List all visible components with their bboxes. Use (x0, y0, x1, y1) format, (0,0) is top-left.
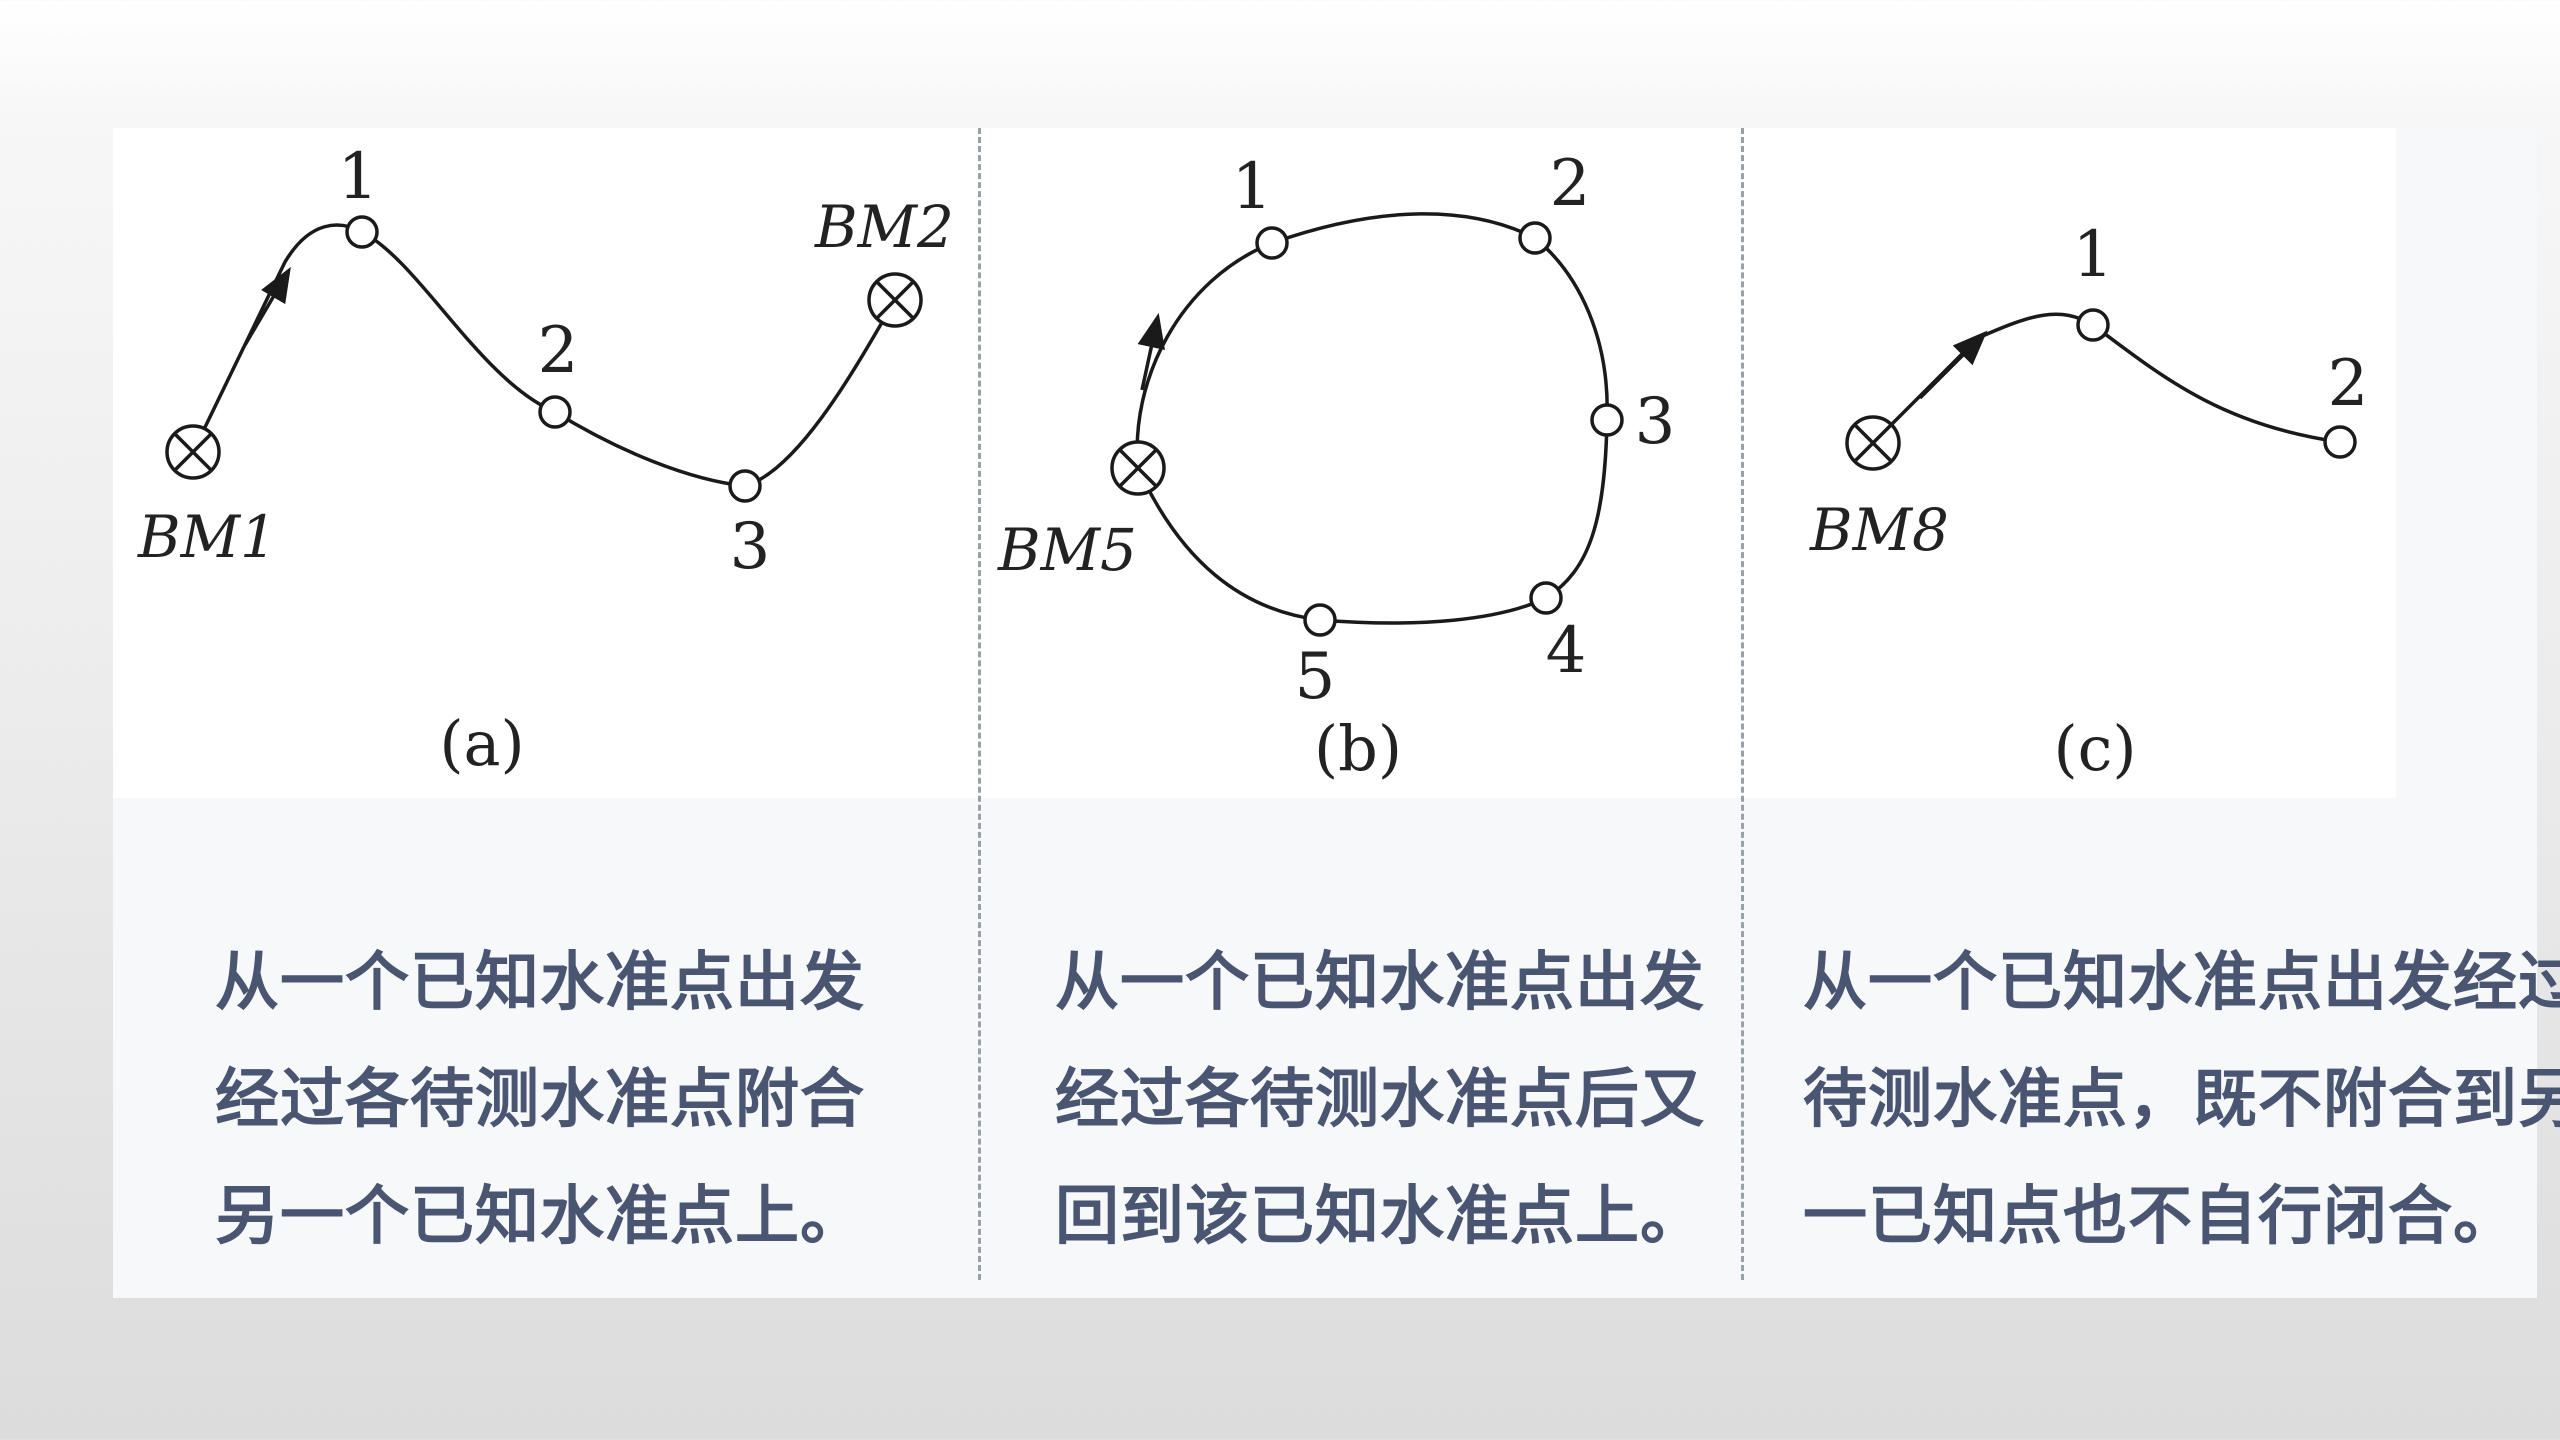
caption-line: 经过各待测水准点附合 (215, 1063, 865, 1137)
point-label: 2 (2328, 347, 2369, 421)
caption-line: 从一个已知水准点出发 (1055, 946, 1705, 1020)
point-label: 3 (730, 510, 771, 584)
caption-line: 从一个已知水准点出发经过 (1803, 946, 2560, 1020)
route-b-arrow (1137, 312, 1165, 391)
point-label: 3 (1635, 385, 1676, 459)
bm-marker-c (1845, 415, 1901, 471)
bm-label-start: BM1 (137, 503, 277, 571)
route-b-loop (1135, 212, 1609, 625)
caption-line: 回到该已知水准点上。 (1055, 1180, 1705, 1254)
point-marker (1529, 581, 1563, 615)
panel-c-diagram: 1 2 BM8 (c) (1809, 218, 2368, 785)
point-label: 1 (338, 140, 379, 214)
point-marker (2076, 308, 2110, 342)
panel-label-b: (b) (1314, 712, 1402, 785)
point-label: 4 (1546, 614, 1587, 688)
caption-line: 另一个已知水准点上。 (215, 1180, 865, 1254)
point-label: 2 (1550, 147, 1591, 221)
bm-label-end: BM2 (814, 193, 954, 261)
bm-label: BM8 (1809, 496, 1949, 564)
point-label: 1 (1232, 150, 1273, 224)
panel-b-diagram: 1 2 3 4 5 BM5 (b) (997, 147, 1675, 785)
panel-label-c: (c) (2053, 712, 2136, 785)
caption-line: 从一个已知水准点出发 (215, 946, 865, 1020)
point-marker (538, 395, 572, 429)
point-marker (2323, 425, 2357, 459)
caption-line: 一已知点也不自行闭合。 (1803, 1180, 2518, 1254)
point-marker (1303, 603, 1337, 637)
point-marker (728, 469, 762, 503)
caption-c: 从一个已知水准点出发经过 待测水准点，既不附合到另 一已知点也不自行闭合。 (1803, 925, 2560, 1276)
bm-marker-a-start (165, 424, 221, 480)
panel-a-diagram: 1 2 3 BM1 BM2 (a) (137, 140, 954, 780)
point-marker (345, 215, 379, 249)
point-label: 1 (2073, 218, 2114, 292)
diagram-area (113, 128, 2396, 798)
point-marker (1590, 403, 1624, 437)
point-marker (1255, 226, 1289, 260)
point-marker (1518, 221, 1552, 255)
point-label: 5 (1295, 640, 1336, 714)
divider-left (978, 128, 981, 1280)
bm-marker-b (1110, 440, 1166, 496)
route-c-arrow (1918, 330, 1988, 400)
point-label: 2 (538, 314, 579, 388)
caption-b: 从一个已知水准点出发 经过各待测水准点后又 回到该已知水准点上。 (1055, 925, 1705, 1276)
bm-marker-a-end (867, 272, 923, 328)
route-a-arrow (243, 266, 291, 346)
panel-label-a: (a) (439, 707, 524, 780)
caption-line: 待测水准点，既不附合到另 (1803, 1063, 2560, 1137)
bm-label: BM5 (997, 516, 1137, 584)
divider-right (1741, 128, 1744, 1280)
caption-line: 经过各待测水准点后又 (1055, 1063, 1705, 1137)
caption-a: 从一个已知水准点出发 经过各待测水准点附合 另一个已知水准点上。 (215, 925, 865, 1276)
